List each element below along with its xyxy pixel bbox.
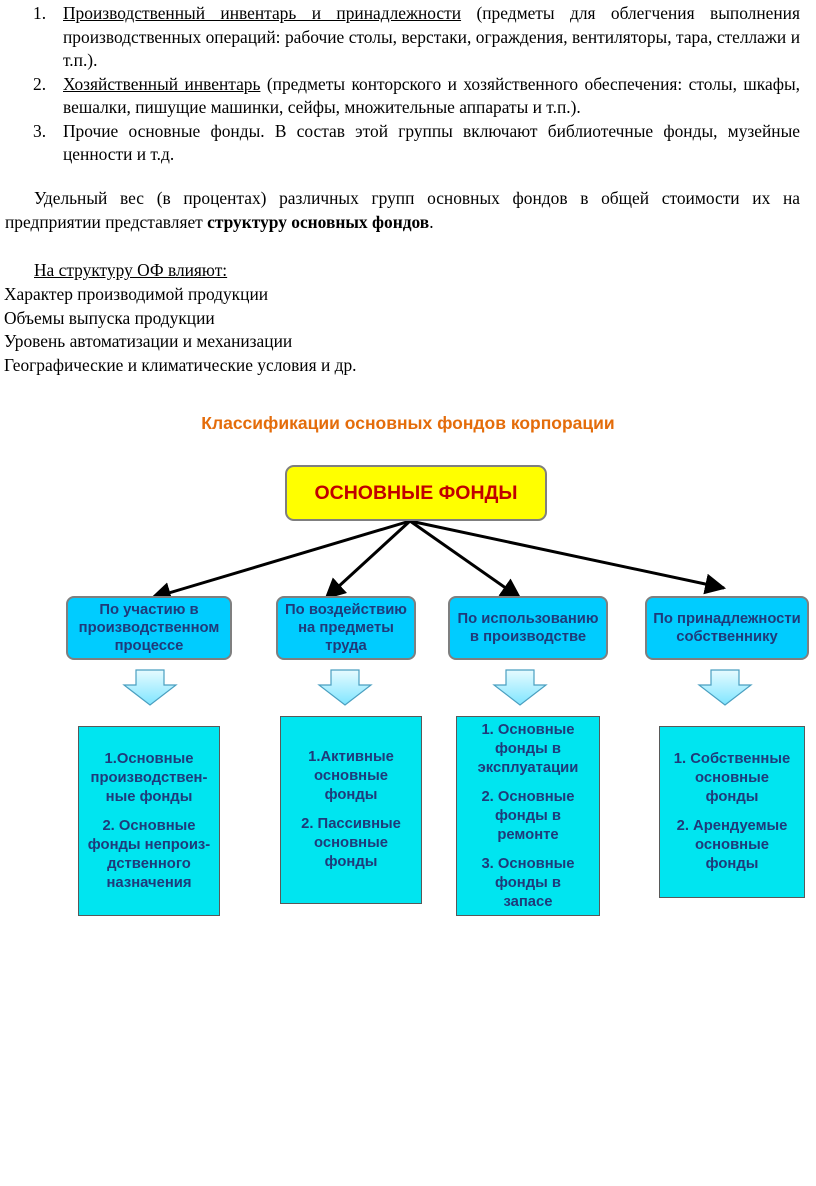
result-item: 1.Активные основные фонды [308, 749, 394, 803]
list-item-title: Производственный инвентарь и принадлежно… [63, 3, 462, 23]
paragraph-bold-term: структуру основных фондов [207, 211, 430, 232]
paragraph-end: . [429, 211, 434, 232]
factors-list: Характер производимой продукции Объемы в… [4, 283, 357, 377]
block-arrow-icon [317, 669, 373, 706]
factor-item: Объемы выпуска продукции [4, 307, 215, 328]
list-item-text: (предметы для облегчения выполнения прои… [63, 3, 800, 70]
fund-groups-list: 1. Производственный инвентарь и принадлеж… [0, 2, 800, 167]
category-box: По участию в производственном процессе [66, 596, 232, 660]
structure-paragraph: Удельный вес (в процентах) различных гру… [5, 187, 800, 234]
root-node-fixed-assets: ОСНОВНЫЕ ФОНДЫ [285, 465, 547, 521]
block-arrow-icon [697, 669, 753, 706]
category-box: По принадлежности собственнику [645, 596, 809, 660]
connector-arrow [409, 519, 522, 600]
result-item: 2. Основные фонды непроиз- дственного на… [87, 817, 211, 891]
list-item: 1. Производственный инвентарь и принадлеж… [0, 2, 800, 73]
result-item: 2. Пассивные основные фонды [301, 816, 401, 870]
connector-arrow [409, 519, 727, 595]
connector-arrow [324, 519, 412, 600]
result-item: 3. Основные фонды в запасе [481, 855, 575, 910]
list-item-text: (предметы конторского и хозяйственного о… [63, 73, 800, 118]
category-box: По использованию в производстве [448, 596, 608, 660]
result-item: 1.Основные производствен- ные фонды [90, 750, 208, 805]
list-item: 3. Прочие основные фонды. В состав этой г… [0, 120, 800, 167]
result-item: 1. Основные фонды в эксплуатации [477, 721, 579, 776]
result-item: 1. Собственные основные фонды [673, 751, 791, 805]
result-item: 2. Основные фонды в ремонте [481, 788, 575, 843]
block-arrow-icon [492, 669, 548, 706]
factor-item: Характер производимой продукции [4, 284, 269, 304]
block-arrow-icon [122, 669, 178, 706]
list-item-text: Прочие основные фонды. В состав этой гру… [63, 120, 800, 165]
list-item-number: 2. [33, 73, 47, 94]
connector-arrow [149, 519, 411, 603]
list-item-number: 3. [33, 120, 47, 141]
list-item-title: Хозяйственный инвентарь [63, 73, 261, 94]
result-box: 1. Собственные основные фонды 2. Арендуе… [659, 726, 805, 898]
result-item: 2. Арендуемые основные фонды [676, 818, 788, 872]
result-box: 1. Основные фонды в эксплуатации 2. Осно… [456, 716, 600, 916]
factor-item: Географические и климатические условия и… [4, 354, 357, 375]
diagram-title: Классификации основных фондов корпорации [201, 413, 615, 433]
result-box: 1.Активные основные фонды 2. Пассивные о… [280, 716, 422, 904]
list-item: 2. Хозяйственный инвентарь (предметы конт… [0, 73, 800, 120]
factors-heading: На структуру ОФ влияют: [34, 260, 228, 280]
category-box: По воздействию на предметы труда [276, 596, 416, 660]
result-box: 1.Основные производствен- ные фонды 2. О… [78, 726, 220, 916]
factor-item: Уровень автоматизации и механизации [4, 331, 293, 351]
list-item-number: 1. [33, 3, 47, 23]
paragraph-text: Удельный вес (в процентах) различных гру… [5, 188, 800, 232]
